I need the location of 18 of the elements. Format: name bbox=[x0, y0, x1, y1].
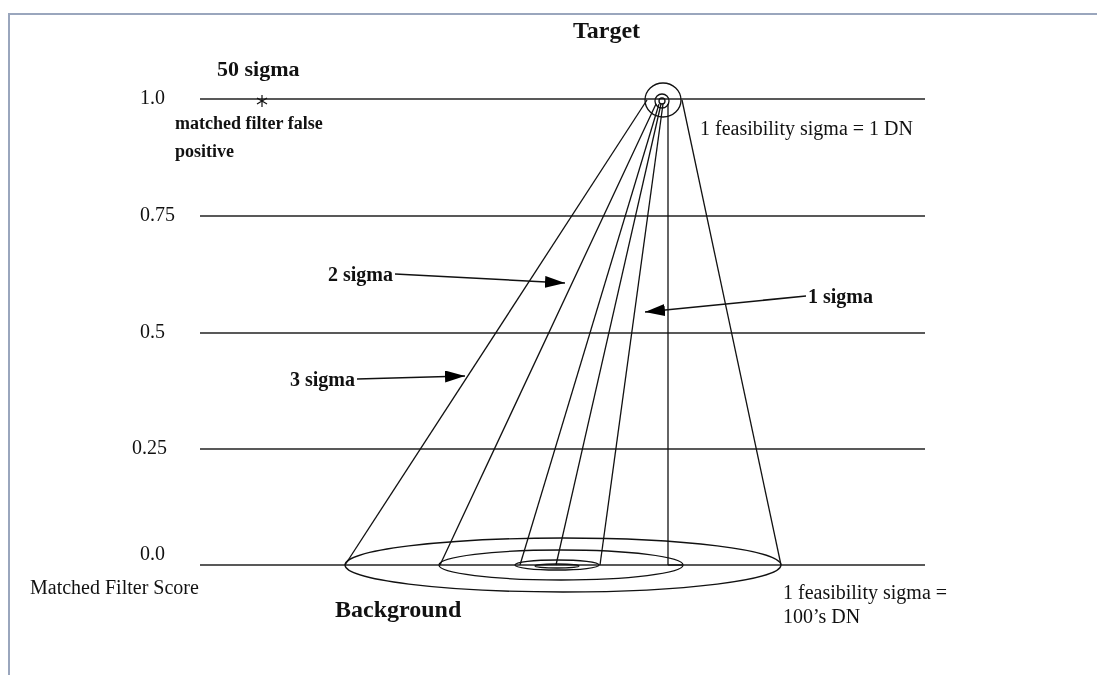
axis-title: Matched Filter Score bbox=[30, 575, 199, 599]
tick-label: 1.0 bbox=[140, 85, 165, 109]
target-label: Target bbox=[573, 16, 641, 45]
background-label: Background bbox=[335, 595, 462, 624]
sigma-label: 50 sigma bbox=[217, 56, 300, 83]
note-text: 1 feasibility sigma = 1 DN bbox=[700, 116, 913, 140]
sigma-label: 1 sigma bbox=[808, 284, 873, 308]
sigma-label: 3 sigma bbox=[290, 367, 355, 391]
tick-label: 0.75 bbox=[140, 202, 175, 226]
arrow bbox=[644, 295, 807, 316]
tick-label: 0.25 bbox=[132, 435, 167, 459]
arrow bbox=[356, 370, 466, 383]
note-text: 1 feasibility sigma = 100’s DN bbox=[783, 580, 949, 628]
sigma-label: 2 sigma bbox=[328, 262, 393, 286]
tick-label: 0.5 bbox=[140, 319, 165, 343]
tick-label: 0.0 bbox=[140, 541, 165, 565]
note-text: matched filter false positive bbox=[175, 112, 324, 163]
arrow bbox=[394, 273, 566, 288]
